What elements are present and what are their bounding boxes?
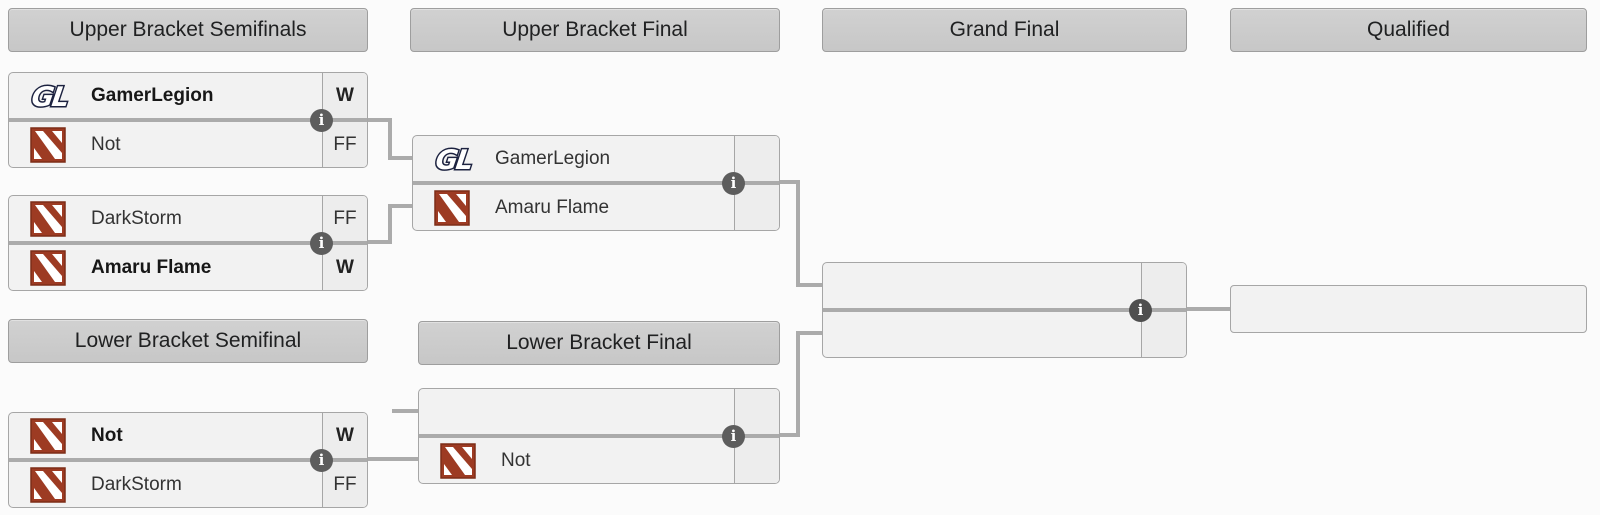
team-score bbox=[1141, 312, 1186, 357]
team-slot[interactable]: Amaru Flame bbox=[413, 185, 779, 230]
info-glyph: i bbox=[1137, 300, 1144, 319]
connector-line bbox=[388, 204, 392, 244]
connector-line bbox=[1186, 307, 1232, 311]
header-qualified: Qualified bbox=[1230, 8, 1587, 52]
match-info-icon[interactable]: i bbox=[1129, 298, 1152, 322]
row-divider bbox=[9, 458, 367, 462]
team-slot[interactable]: DarkStorm FF bbox=[9, 196, 367, 241]
match-info-icon[interactable]: i bbox=[722, 171, 745, 195]
gamerlegion-logo-icon: GL bbox=[413, 136, 491, 181]
dota2-logo-icon bbox=[9, 196, 87, 241]
svg-text:GL: GL bbox=[30, 82, 70, 112]
team-name: Not bbox=[91, 424, 123, 446]
team-score: W bbox=[322, 73, 367, 118]
info-glyph: i bbox=[730, 426, 737, 445]
match-upper-semifinal-1: GL GamerLegion W Not FF i bbox=[8, 72, 368, 168]
header-upper-bracket-final: Upper Bracket Final bbox=[410, 8, 780, 52]
match-info-icon[interactable]: i bbox=[310, 108, 333, 132]
connector-line bbox=[779, 433, 800, 437]
team-score bbox=[734, 389, 779, 434]
match-lower-semifinal: Not W DarkStorm FF i bbox=[8, 412, 368, 508]
team-slot[interactable]: DarkStorm FF bbox=[9, 462, 367, 507]
team-slot-empty bbox=[823, 263, 1186, 308]
team-score: FF bbox=[322, 462, 367, 507]
dota2-logo-icon bbox=[9, 245, 87, 290]
match-lower-bracket-final: Not i bbox=[418, 388, 780, 484]
connector-line bbox=[388, 204, 414, 208]
team-name: Not bbox=[501, 449, 531, 471]
row-divider bbox=[9, 241, 367, 245]
empty-icon-slot bbox=[419, 389, 497, 434]
team-score: W bbox=[322, 413, 367, 458]
match-info-icon[interactable]: i bbox=[310, 448, 333, 472]
header-grand-final: Grand Final bbox=[822, 8, 1187, 52]
team-slot[interactable]: Not W bbox=[9, 413, 367, 458]
svg-text:GL: GL bbox=[434, 145, 474, 175]
header-lower-bracket-semifinal: Lower Bracket Semifinal bbox=[8, 319, 368, 363]
dota2-logo-icon bbox=[9, 462, 87, 507]
team-name: Not bbox=[91, 133, 121, 155]
dota2-logo-icon bbox=[419, 438, 497, 483]
team-score: FF bbox=[322, 196, 367, 241]
team-slot[interactable]: Not bbox=[419, 438, 779, 483]
connector-line bbox=[367, 240, 392, 244]
info-glyph: i bbox=[318, 110, 325, 129]
team-score bbox=[734, 185, 779, 230]
connector-line bbox=[388, 118, 392, 160]
team-score bbox=[734, 438, 779, 483]
team-slot[interactable]: Amaru Flame W bbox=[9, 245, 367, 290]
dota2-logo-icon bbox=[413, 185, 491, 230]
connector-line bbox=[367, 118, 392, 122]
header-upper-bracket-semifinals: Upper Bracket Semifinals bbox=[8, 8, 368, 52]
team-name: Amaru Flame bbox=[91, 256, 212, 278]
team-score: FF bbox=[322, 122, 367, 167]
dota2-logo-icon bbox=[9, 122, 87, 167]
team-score: W bbox=[322, 245, 367, 290]
team-score bbox=[1141, 263, 1186, 308]
connector-line bbox=[779, 180, 800, 184]
team-slot[interactable]: GL GamerLegion W bbox=[9, 73, 367, 118]
row-divider bbox=[413, 181, 779, 185]
connector-stub bbox=[392, 409, 420, 413]
info-glyph: i bbox=[318, 450, 325, 469]
connector-line bbox=[796, 331, 800, 437]
match-grand-final: i bbox=[822, 262, 1187, 358]
connector-line bbox=[796, 331, 824, 335]
team-slot[interactable]: Not FF bbox=[9, 122, 367, 167]
row-divider bbox=[823, 308, 1186, 312]
connector-line bbox=[367, 457, 420, 461]
header-lower-bracket-final: Lower Bracket Final bbox=[418, 321, 780, 365]
qualified-slot bbox=[1230, 285, 1587, 333]
info-glyph: i bbox=[318, 233, 325, 252]
row-divider bbox=[9, 118, 367, 122]
row-divider bbox=[419, 434, 779, 438]
empty-icon-slot bbox=[823, 263, 901, 308]
match-info-icon[interactable]: i bbox=[722, 424, 745, 448]
match-info-icon[interactable]: i bbox=[310, 231, 333, 255]
info-glyph: i bbox=[730, 173, 737, 192]
connector-line bbox=[796, 180, 800, 287]
empty-icon-slot bbox=[823, 312, 901, 357]
match-upper-bracket-final: GL GamerLegion Amaru Flame i bbox=[412, 135, 780, 231]
match-upper-semifinal-2: DarkStorm FF Amaru Flame W i bbox=[8, 195, 368, 291]
team-name: Amaru Flame bbox=[495, 196, 610, 218]
connector-line bbox=[796, 283, 824, 287]
team-name: GamerLegion bbox=[91, 84, 214, 106]
team-name: DarkStorm bbox=[91, 473, 182, 495]
gamerlegion-logo-icon: GL bbox=[9, 73, 87, 118]
team-slot-empty bbox=[419, 389, 779, 434]
team-name: GamerLegion bbox=[495, 147, 611, 169]
team-slot-empty bbox=[823, 312, 1186, 357]
dota2-logo-icon bbox=[9, 413, 87, 458]
connector-line bbox=[388, 156, 414, 160]
team-name: DarkStorm bbox=[91, 207, 182, 229]
team-slot[interactable]: GL GamerLegion bbox=[413, 136, 779, 181]
team-score bbox=[734, 136, 779, 181]
